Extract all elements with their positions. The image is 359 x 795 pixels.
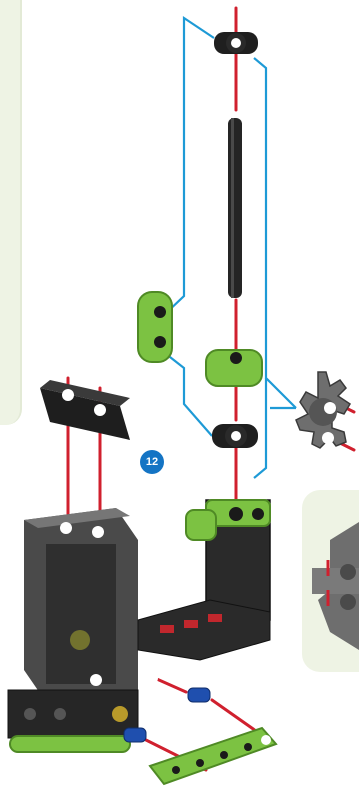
gear-wheel [296, 372, 350, 448]
step-number-badge: 12 [140, 450, 164, 474]
green-long-beam [150, 728, 276, 784]
black-five-hole-beam [40, 380, 130, 440]
long-black-axle [228, 118, 242, 298]
gear-callout-detail [312, 522, 359, 650]
green-l-bracket [138, 292, 172, 362]
green-short-beam [206, 350, 262, 386]
axle-connector-bottom [212, 424, 258, 448]
axle-connector-top [214, 32, 258, 54]
black-base-tower [186, 500, 270, 620]
motor-box [24, 508, 138, 702]
